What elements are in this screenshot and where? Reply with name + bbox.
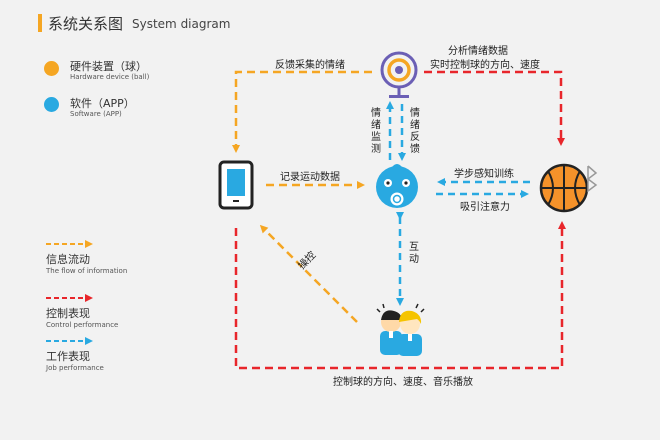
label-feedback-emotion: 反馈采集的情绪 bbox=[275, 60, 345, 71]
hardware-legend-dot bbox=[44, 61, 59, 76]
label-learn-step: 学步感知训练 bbox=[454, 169, 514, 180]
hardware-legend-label-en: Hardware device (ball) bbox=[70, 73, 150, 81]
label-interact: 互动 bbox=[409, 242, 419, 265]
label-attract: 吸引注意力 bbox=[460, 202, 510, 213]
arrow-control-bottom bbox=[234, 221, 566, 370]
baby-icon bbox=[376, 164, 418, 208]
bluetooth-icon bbox=[586, 165, 598, 193]
flow-legend-job-label-en: Job performance bbox=[46, 364, 104, 372]
phone-icon bbox=[218, 160, 254, 210]
people-icon bbox=[376, 303, 425, 356]
flow-legend-job-label: 工作表现 bbox=[46, 350, 90, 363]
basketball-icon bbox=[539, 163, 589, 213]
label-emotion-monitor: 情绪监测 bbox=[371, 108, 381, 155]
label-analyze-emotion: 分析情绪数据 bbox=[448, 46, 508, 57]
software-legend-label: 软件（APP） bbox=[70, 97, 135, 110]
label-bottom-control: 控制球的方向、速度、音乐播放 bbox=[333, 377, 473, 388]
arrow-feedback-emotion bbox=[232, 70, 372, 153]
flow-legend-info-label: 信息流动 bbox=[46, 253, 90, 266]
emotion-device-icon bbox=[380, 51, 418, 98]
flow-legend-info-label-en: The flow of information bbox=[46, 267, 128, 275]
label-emotion-feedback: 情绪反馈 bbox=[410, 108, 420, 155]
software-legend-label-en: Software (APP) bbox=[70, 110, 122, 118]
title-accent-bar bbox=[38, 14, 42, 32]
software-legend-dot bbox=[44, 97, 59, 112]
label-record-data: 记录运动数据 bbox=[280, 172, 340, 183]
arrow-control-top bbox=[424, 70, 565, 146]
arrow-operate bbox=[259, 224, 358, 323]
diagram-title-en: System diagram bbox=[132, 17, 231, 31]
diagram-title: 系统关系图 bbox=[48, 15, 124, 33]
hardware-legend-label: 硬件装置（球） bbox=[70, 60, 147, 73]
flow-legend-control-label: 控制表现 bbox=[46, 307, 90, 320]
flow-legend-control-label-en: Control performance bbox=[46, 321, 119, 329]
label-realtime-control: 实时控制球的方向、速度 bbox=[430, 60, 540, 71]
